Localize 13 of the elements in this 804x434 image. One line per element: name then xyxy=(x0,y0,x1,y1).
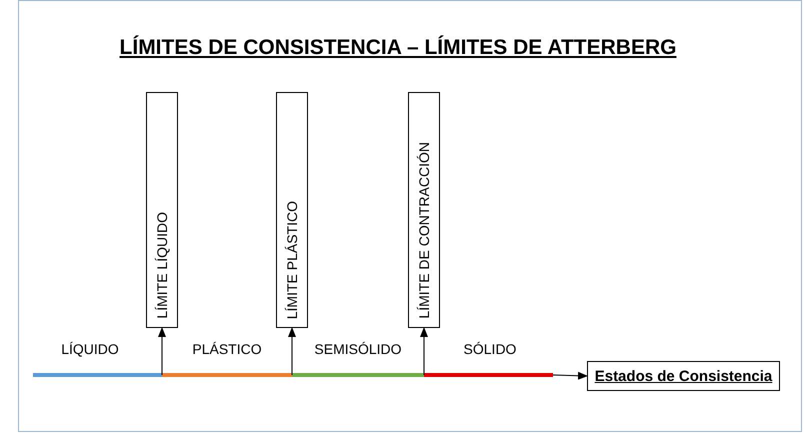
arrow xyxy=(158,327,166,376)
result-box: Estados de Consistencia xyxy=(587,361,780,391)
arrow xyxy=(288,327,296,376)
state-label: LÍQUIDO xyxy=(61,341,119,357)
limit-box: LÍMITE LÍQUIDO xyxy=(146,92,178,328)
state-label: SÓLIDO xyxy=(464,341,516,357)
limit-box: LÍMITE PLÁSTICO xyxy=(276,92,308,328)
title: LÍMITES DE CONSISTENCIA – LÍMITES DE ATTERBERG xyxy=(118,36,678,60)
state-label: SEMISÓLIDO xyxy=(314,341,402,357)
state-label: PLÁSTICO xyxy=(192,341,262,357)
arrow xyxy=(552,372,588,380)
arrow xyxy=(420,327,428,376)
limit-box: LÍMITE DE CONTRACCIÓN xyxy=(408,92,440,328)
